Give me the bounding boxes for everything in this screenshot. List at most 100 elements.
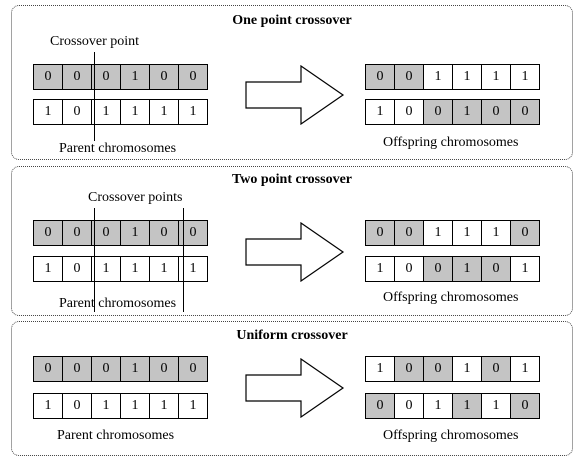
- panel-title: Two point crossover: [231, 172, 353, 187]
- gene-cell: 0: [62, 64, 92, 90]
- gene-cell: 1: [365, 99, 395, 125]
- gene-cell: 1: [91, 393, 121, 419]
- gene-cell: 0: [481, 356, 511, 382]
- gene-cell: 1: [120, 220, 150, 246]
- gene-cell: 1: [178, 99, 208, 125]
- gene-cell: 1: [365, 256, 395, 282]
- gene-cell: 1: [149, 256, 179, 282]
- gene-cell: 0: [423, 99, 453, 125]
- gene-cell: 1: [120, 356, 150, 382]
- gene-cell: 0: [365, 220, 395, 246]
- panel-title: Uniform crossover: [236, 328, 348, 343]
- gene-cell: 0: [394, 356, 424, 382]
- parent-label: Parent chromosomes: [59, 141, 177, 156]
- gene-cell: 0: [62, 99, 92, 125]
- parent-label: Parent chromosomes: [59, 296, 177, 311]
- gene-cell: 0: [510, 99, 540, 125]
- crossover-line: [183, 208, 185, 312]
- gene-cell: 0: [394, 220, 424, 246]
- parent-label: Parent chromosomes: [57, 428, 175, 443]
- offspring-label: Offspring chromosomes: [383, 290, 519, 305]
- gene-cell: 1: [481, 220, 511, 246]
- gene-cell: 0: [423, 356, 453, 382]
- gene-cell: 1: [481, 64, 511, 90]
- uniform-panel: [11, 321, 573, 456]
- gene-cell: 0: [91, 220, 121, 246]
- gene-cell: 0: [510, 220, 540, 246]
- crossover-point-label: Crossover point: [50, 34, 140, 49]
- gene-cell: 0: [394, 393, 424, 419]
- gene-cell: 1: [149, 393, 179, 419]
- gene-cell: 0: [62, 256, 92, 282]
- gene-cell: 0: [365, 64, 395, 90]
- gene-cell: 0: [149, 220, 179, 246]
- gene-cell: 1: [120, 256, 150, 282]
- offspring-label: Offspring chromosomes: [383, 428, 519, 443]
- gene-cell: 0: [62, 393, 92, 419]
- arrow-icon: [245, 65, 345, 125]
- crossover-line: [94, 208, 96, 312]
- gene-cell: 0: [394, 256, 424, 282]
- gene-cell: 0: [62, 356, 92, 382]
- gene-cell: 0: [510, 393, 540, 419]
- gene-cell: 1: [178, 393, 208, 419]
- gene-cell: 1: [510, 356, 540, 382]
- gene-cell: 1: [481, 393, 511, 419]
- two-point-panel: [11, 166, 573, 316]
- gene-cell: 0: [33, 220, 63, 246]
- gene-cell: 0: [481, 99, 511, 125]
- panel-title: One point crossover: [232, 13, 352, 28]
- gene-cell: 1: [33, 393, 63, 419]
- gene-cell: 1: [423, 220, 453, 246]
- gene-cell: 0: [394, 64, 424, 90]
- gene-cell: 1: [149, 99, 179, 125]
- gene-cell: 1: [452, 99, 482, 125]
- gene-cell: 1: [120, 393, 150, 419]
- gene-cell: 0: [178, 64, 208, 90]
- gene-cell: 0: [394, 99, 424, 125]
- gene-cell: 0: [149, 64, 179, 90]
- gene-cell: 1: [33, 256, 63, 282]
- gene-cell: 1: [91, 256, 121, 282]
- gene-cell: 1: [120, 64, 150, 90]
- gene-cell: 0: [149, 356, 179, 382]
- gene-cell: 0: [423, 256, 453, 282]
- gene-cell: 0: [91, 356, 121, 382]
- gene-cell: 0: [62, 220, 92, 246]
- crossover-line: [94, 52, 96, 141]
- gene-cell: 0: [33, 64, 63, 90]
- gene-cell: 1: [452, 356, 482, 382]
- arrow-icon: [245, 222, 345, 282]
- gene-cell: 1: [365, 356, 395, 382]
- gene-cell: 1: [452, 256, 482, 282]
- gene-cell: 1: [452, 64, 482, 90]
- arrow-icon: [245, 358, 345, 418]
- gene-cell: 1: [452, 220, 482, 246]
- gene-cell: 1: [423, 393, 453, 419]
- gene-cell: 0: [365, 393, 395, 419]
- gene-cell: 0: [481, 256, 511, 282]
- one-point-panel: [11, 5, 573, 160]
- gene-cell: 1: [510, 64, 540, 90]
- gene-cell: 1: [423, 64, 453, 90]
- gene-cell: 0: [33, 356, 63, 382]
- gene-cell: 1: [91, 99, 121, 125]
- gene-cell: 0: [91, 64, 121, 90]
- gene-cell: 0: [178, 356, 208, 382]
- gene-cell: 1: [452, 393, 482, 419]
- gene-cell: 1: [33, 99, 63, 125]
- offspring-label: Offspring chromosomes: [383, 135, 519, 150]
- crossover-points-label: Crossover points: [88, 190, 183, 205]
